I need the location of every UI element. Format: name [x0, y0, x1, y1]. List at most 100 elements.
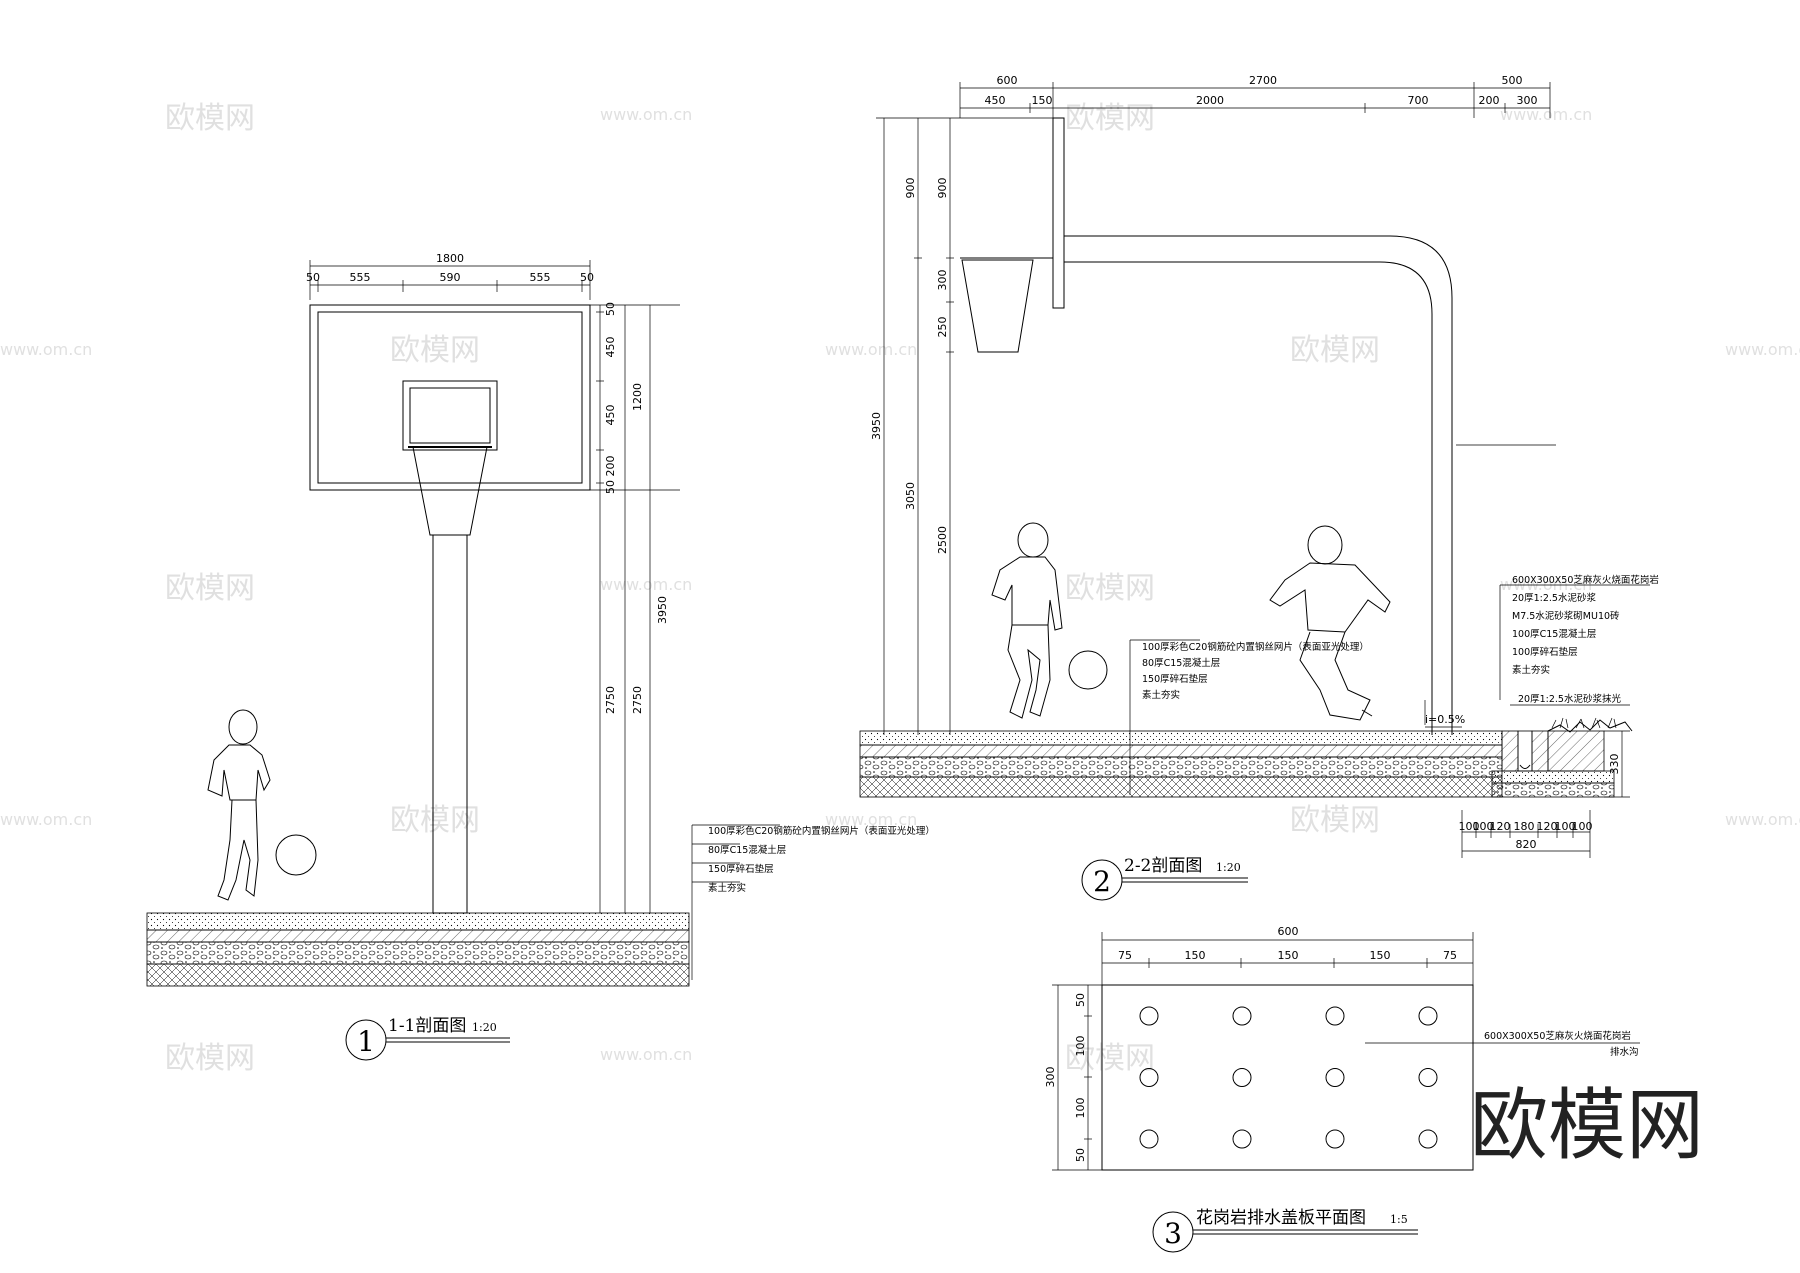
dim-top: 150: [1370, 949, 1391, 962]
section-3-plan: 600 75 150 150 150 75 300 50 100 100 50: [1044, 925, 1640, 1253]
watermark-brand: 欧模网: [390, 333, 480, 368]
section3-left-dimensions: 300 50 100 100 50: [1044, 984, 1102, 1171]
section1-floor: [146, 912, 690, 987]
section-scale: 1:20: [1216, 861, 1241, 874]
dim-right: 450: [604, 405, 617, 426]
dim-right: 200: [604, 456, 617, 477]
child-figure-left: [991, 522, 1063, 719]
dim-left: 3050: [904, 482, 917, 510]
plan-note: 排水沟: [1610, 1046, 1639, 1058]
layer-note: 100厚彩色C20钢筋砼内置钢丝网片（表面亚光处理）: [708, 825, 935, 837]
pole: [432, 534, 468, 914]
dim-top: 75: [1443, 949, 1457, 962]
watermark-brand: 欧模网: [1065, 101, 1155, 136]
dim-left: 900: [936, 178, 949, 199]
section-title: 1-1剖面图: [388, 1016, 466, 1036]
dim-left: 900: [904, 178, 917, 199]
dim-right: 50: [604, 480, 617, 494]
drain-note: 20厚1:2.5水泥砂浆: [1512, 592, 1596, 604]
layer-note: 80厚C15混凝土层: [708, 844, 786, 856]
child-figure: [207, 709, 271, 901]
dim-left: 50: [1074, 993, 1087, 1007]
dim-right: 1200: [631, 383, 644, 411]
hoop-net: [961, 259, 1034, 353]
dim-bottom: 100: [1459, 820, 1480, 833]
section2-floor-notes: 100厚彩色C20钢筋砼内置钢丝网片（表面亚光处理） 80厚C15混凝土层 15…: [1129, 639, 1369, 795]
backboard-side: [1052, 117, 1065, 309]
dim-bottom: 120: [1537, 820, 1558, 833]
dim-top: 700: [1408, 94, 1429, 107]
drain-hole: [1139, 1129, 1159, 1149]
watermark-url: www.om.cn: [1500, 575, 1592, 594]
section2-title: 2 2-2剖面图 1:20: [1081, 856, 1248, 901]
dim-top: 150: [1032, 94, 1053, 107]
basketball: [275, 834, 317, 876]
section-title: 花岗岩排水盖板平面图: [1196, 1208, 1366, 1228]
dim-left-total: 300: [1044, 1067, 1057, 1088]
target-square: [402, 380, 498, 451]
brand-logo: 欧模网: [1470, 1081, 1704, 1171]
watermark-url: www.om.cn: [825, 340, 917, 359]
dim-top: 150: [1185, 949, 1206, 962]
section-1-1: 1800 50 555 590 555 50: [146, 252, 935, 1061]
drain-hole: [1139, 1068, 1159, 1087]
drain-note: 100厚碎石垫层: [1512, 646, 1578, 658]
section-number: 3: [1164, 1217, 1182, 1250]
dim-top: 600: [997, 74, 1018, 87]
dim-part: 555: [530, 271, 551, 284]
dim-top: 500: [1502, 74, 1523, 87]
section1-layer-notes: 100厚彩色C20钢筋砼内置钢丝网片（表面亚光处理） 80厚C15混凝土层 15…: [691, 824, 935, 980]
dim-top: 2700: [1249, 74, 1277, 87]
watermark-brand: 欧模网: [390, 803, 480, 838]
dim-right: 2750: [631, 686, 644, 714]
section-scale: 1:20: [472, 1021, 497, 1034]
dim-part: 50: [580, 271, 594, 284]
drain-hole: [1418, 1129, 1438, 1149]
watermark-url: www.om.cn: [1725, 810, 1800, 829]
dim-left: 100: [1074, 1036, 1087, 1057]
slope-label: i=0.5%: [1425, 713, 1465, 726]
section2-bottom-dimensions: 100 100 120 180 120 100 100 820: [1459, 810, 1593, 858]
section2-drain-notes: 600X300X50芝麻灰火烧面花岗岩 20厚1:2.5水泥砂浆 M7.5水泥砂…: [1499, 574, 1659, 706]
dim-right: 3950: [656, 596, 669, 624]
drain-hole: [1418, 1068, 1438, 1087]
watermark-url: www.om.cn: [600, 105, 692, 124]
drain-holes: [1139, 1006, 1438, 1149]
dim-part: 590: [440, 271, 461, 284]
dim-left: 50: [1074, 1148, 1087, 1162]
dim-bottom: 100: [1572, 820, 1593, 833]
section-number: 1: [357, 1025, 375, 1058]
dim-part: 555: [350, 271, 371, 284]
basketball: [1068, 650, 1108, 690]
drain-note: 100厚C15混凝土层: [1512, 628, 1596, 640]
layer-note: 素土夯实: [708, 882, 746, 894]
section2-floor: [859, 730, 1503, 798]
watermark-brand: 欧模网: [165, 101, 255, 136]
layer-note: 100厚彩色C20钢筋砼内置钢丝网片（表面亚光处理）: [1142, 641, 1369, 653]
granite-cover-plate: [1101, 984, 1474, 1171]
dim-left: 100: [1074, 1098, 1087, 1119]
drain-hole: [1325, 1006, 1345, 1026]
section2-top-dimensions: 600 2700 500 450 150 2000 700 200 300: [959, 74, 1551, 118]
watermark-url: www.om.cn: [825, 810, 917, 829]
dim-top: 450: [985, 94, 1006, 107]
layer-note: 素土夯实: [1142, 689, 1180, 701]
drain-hole: [1325, 1129, 1345, 1149]
dim-top: 300: [1517, 94, 1538, 107]
watermark-brand: 欧模网: [1290, 803, 1380, 838]
drainage-channel: [1491, 717, 1633, 798]
dim-right: 450: [604, 337, 617, 358]
dim-top: 75: [1118, 949, 1132, 962]
dim-left: 250: [936, 317, 949, 338]
watermark-url: www.om.cn: [600, 575, 692, 594]
dim-top: 2000: [1196, 94, 1224, 107]
watermark-brand: 欧模网: [1065, 571, 1155, 606]
backboard-inner: [317, 311, 583, 484]
dim-left: 3950: [870, 412, 883, 440]
watermark-brand: 欧模网: [1065, 1041, 1155, 1076]
hoop-net: [412, 446, 488, 536]
section3-title: 3 花岗岩排水盖板平面图 1:5: [1152, 1208, 1418, 1253]
pole-arm-inner: [1064, 261, 1433, 735]
drain-hole: [1232, 1068, 1252, 1087]
